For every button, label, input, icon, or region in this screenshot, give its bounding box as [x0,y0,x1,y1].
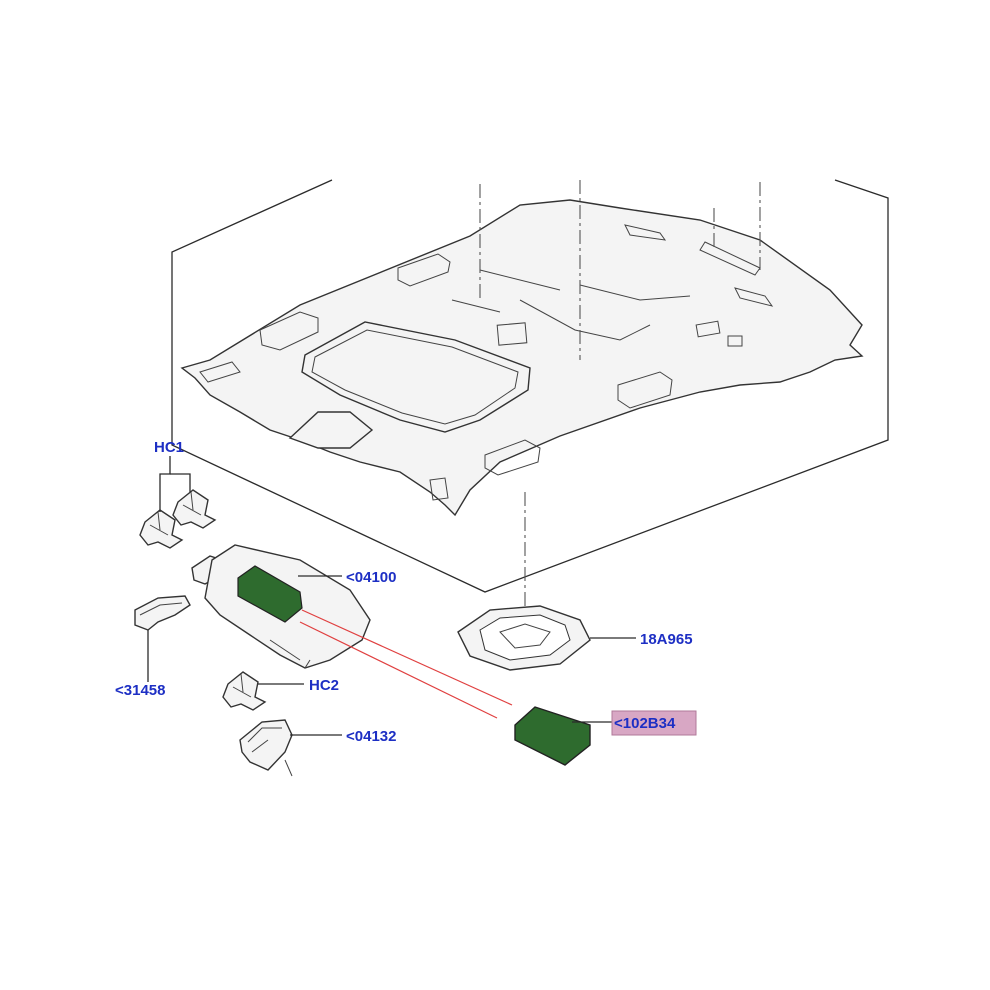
grab-handle-icon [134,595,191,631]
dashed-centerlines [479,180,761,630]
label-hc1: HC1 [154,439,184,456]
label-part-04132: <04132 [346,728,396,745]
visor-mirror-icon-separate [514,706,591,766]
leader-lines [258,575,636,736]
perspective-box [171,179,889,593]
highlight-box [611,710,697,736]
label-hc2: HC2 [309,677,339,694]
label-part-04100: <04100 [346,569,396,586]
hc1-leaders [159,456,191,512]
headliner-panel-icon [180,199,864,517]
label-part-31458: <31458 [115,682,165,699]
dome-lamp-bezel-icon [457,605,591,671]
label-part-102b34: <102B34 [614,715,676,732]
visor-mirror-icon [237,565,303,623]
visor-clip-icon [139,489,217,549]
visor-clip-icon-hc2 [222,671,267,711]
visor-retainer-icon [239,719,293,777]
highlight-lines [299,609,513,719]
label-part-18a965: 18A965 [640,631,693,648]
